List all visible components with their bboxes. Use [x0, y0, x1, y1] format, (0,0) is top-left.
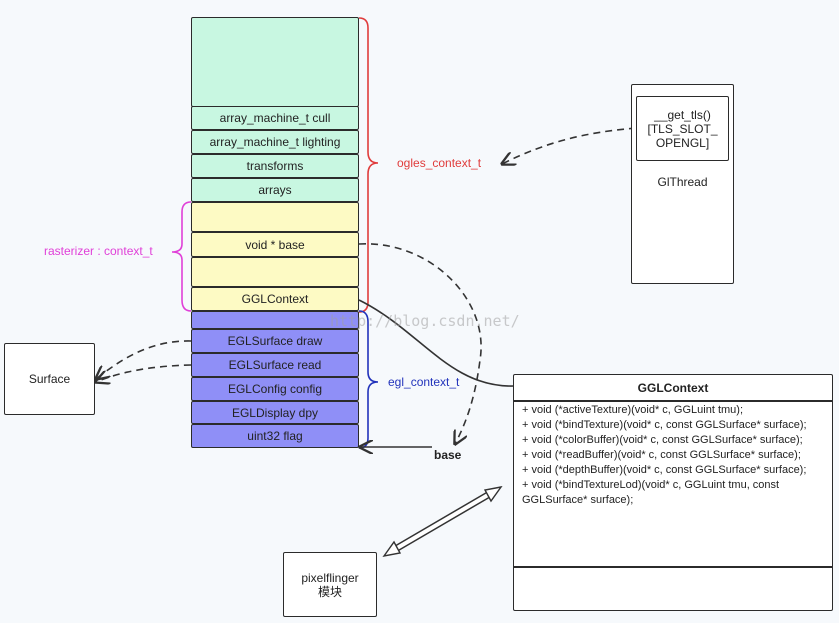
- pixelflinger-sublabel: 模块: [317, 584, 342, 599]
- surface-label: Surface: [28, 372, 71, 386]
- cell-transforms: transforms: [191, 154, 359, 178]
- pixelflinger-link-arrow: [382, 485, 503, 558]
- method-item: + void (*activeTexture)(void* c, GGLuint…: [522, 404, 743, 416]
- cell-arrays: arrays: [191, 178, 359, 202]
- draw-to-surface-arrow: [96, 340, 192, 379]
- cell-void-base: void * base: [191, 232, 359, 257]
- cell-label: EGLConfig config: [227, 382, 323, 396]
- glthread-label: GlThread: [657, 175, 708, 189]
- pixelflinger-box: pixelflinger 模块: [283, 552, 377, 617]
- tls-line: OPENGL]: [655, 135, 710, 150]
- ogles-context-label: ogles_context_t: [397, 156, 482, 170]
- cell-rasterizer-mid: [191, 257, 359, 287]
- rasterizer-brace: [171, 201, 192, 312]
- ogles-top-block: [191, 17, 359, 107]
- ogles-brace: [358, 17, 379, 313]
- method-item: + void (*colorBuffer)(void* c, const GGL…: [522, 434, 803, 446]
- cell-label: GGLContext: [241, 292, 309, 306]
- cell-array-machine-cull: array_machine_t cull: [191, 106, 359, 130]
- gglcontext-methods: + void (*activeTexture)(void* c, GGLuint…: [514, 401, 832, 567]
- pixelflinger-label: pixelflinger: [301, 570, 359, 585]
- cell-egl-filler: [191, 311, 359, 329]
- base-label: base: [434, 448, 462, 462]
- egl-brace: [358, 310, 379, 449]
- surface-box: Surface: [4, 343, 95, 415]
- cell-label: array_machine_t cull: [219, 111, 331, 125]
- cell-label: uint32 flag: [247, 429, 303, 443]
- cell-label: array_machine_t lighting: [209, 135, 341, 149]
- method-item: + void (*bindTexture)(void* c, const GGL…: [522, 419, 807, 431]
- tls-line: __get_tls(): [654, 107, 711, 122]
- void-base-to-base-arrow: [358, 243, 482, 444]
- class-divider-top: [513, 400, 833, 402]
- cell-label: EGLSurface read: [228, 358, 322, 372]
- cell-eglconfig: EGLConfig config: [191, 377, 359, 401]
- method-item: + void (*depthBuffer)(void* c, const GGL…: [522, 464, 807, 476]
- gglcontext-class-title: GGLContext: [637, 381, 709, 395]
- class-divider-bottom: [513, 566, 833, 568]
- gglcontext-class-box: [513, 374, 833, 611]
- cell-array-machine-lighting: array_machine_t lighting: [191, 130, 359, 154]
- cell-eglsurface-draw: EGLSurface draw: [191, 329, 359, 353]
- cell-eglsurface-read: EGLSurface read: [191, 353, 359, 377]
- cell-label: EGLDisplay dpy: [231, 405, 319, 420]
- method-item: + void (*readBuffer)(void* c, const GGLS…: [522, 449, 801, 461]
- tls-to-ogles-arrow: [502, 127, 637, 164]
- cell-gglcontext: GGLContext: [191, 287, 359, 311]
- rasterizer-context-label: rasterizer : context_t: [44, 244, 153, 258]
- cell-label: arrays: [258, 183, 292, 197]
- cell-label: void * base: [245, 237, 305, 252]
- method-item: + void (*bindTextureLod)(void* c, GGLuin…: [522, 479, 780, 506]
- cell-label: transforms: [246, 159, 304, 173]
- tls-line: [TLS_SLOT_: [647, 121, 718, 136]
- read-to-surface-arrow: [96, 364, 192, 382]
- cell-label: EGLSurface draw: [227, 334, 323, 348]
- watermark-text: http://blog.csdn.net/: [330, 312, 520, 330]
- cell-egldisplay: EGLDisplay dpy: [191, 401, 359, 424]
- ggl-cell-to-class-line: [358, 299, 515, 387]
- tls-slot-box: __get_tls() [TLS_SLOT_ OPENGL]: [636, 96, 729, 161]
- cell-rasterizer-top: [191, 202, 359, 232]
- egl-context-label: egl_context_t: [388, 375, 460, 389]
- cell-uint32-flag: uint32 flag: [191, 424, 359, 448]
